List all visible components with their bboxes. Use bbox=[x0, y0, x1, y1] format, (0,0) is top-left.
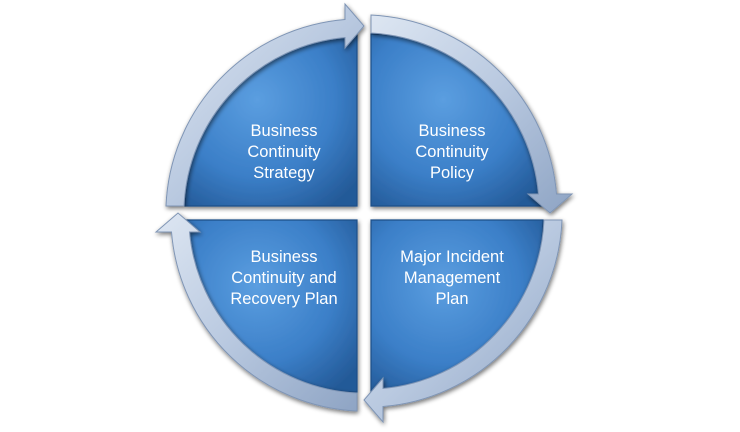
label-business-continuity-and-recovery-plan: Business Continuity and Recovery Plan bbox=[230, 248, 338, 308]
label-major-incident-management-plan: Major Incident Management Plan bbox=[400, 248, 504, 308]
arrow-top-right bbox=[370, 14, 574, 214]
arrow-bottom-left bbox=[154, 212, 358, 412]
arrow-bottom-right bbox=[363, 219, 563, 424]
arrow-top-left bbox=[165, 2, 365, 207]
label-business-continuity-strategy: Business Continuity Strategy bbox=[247, 122, 321, 182]
label-business-continuity-policy: Business Continuity Policy bbox=[415, 122, 489, 182]
